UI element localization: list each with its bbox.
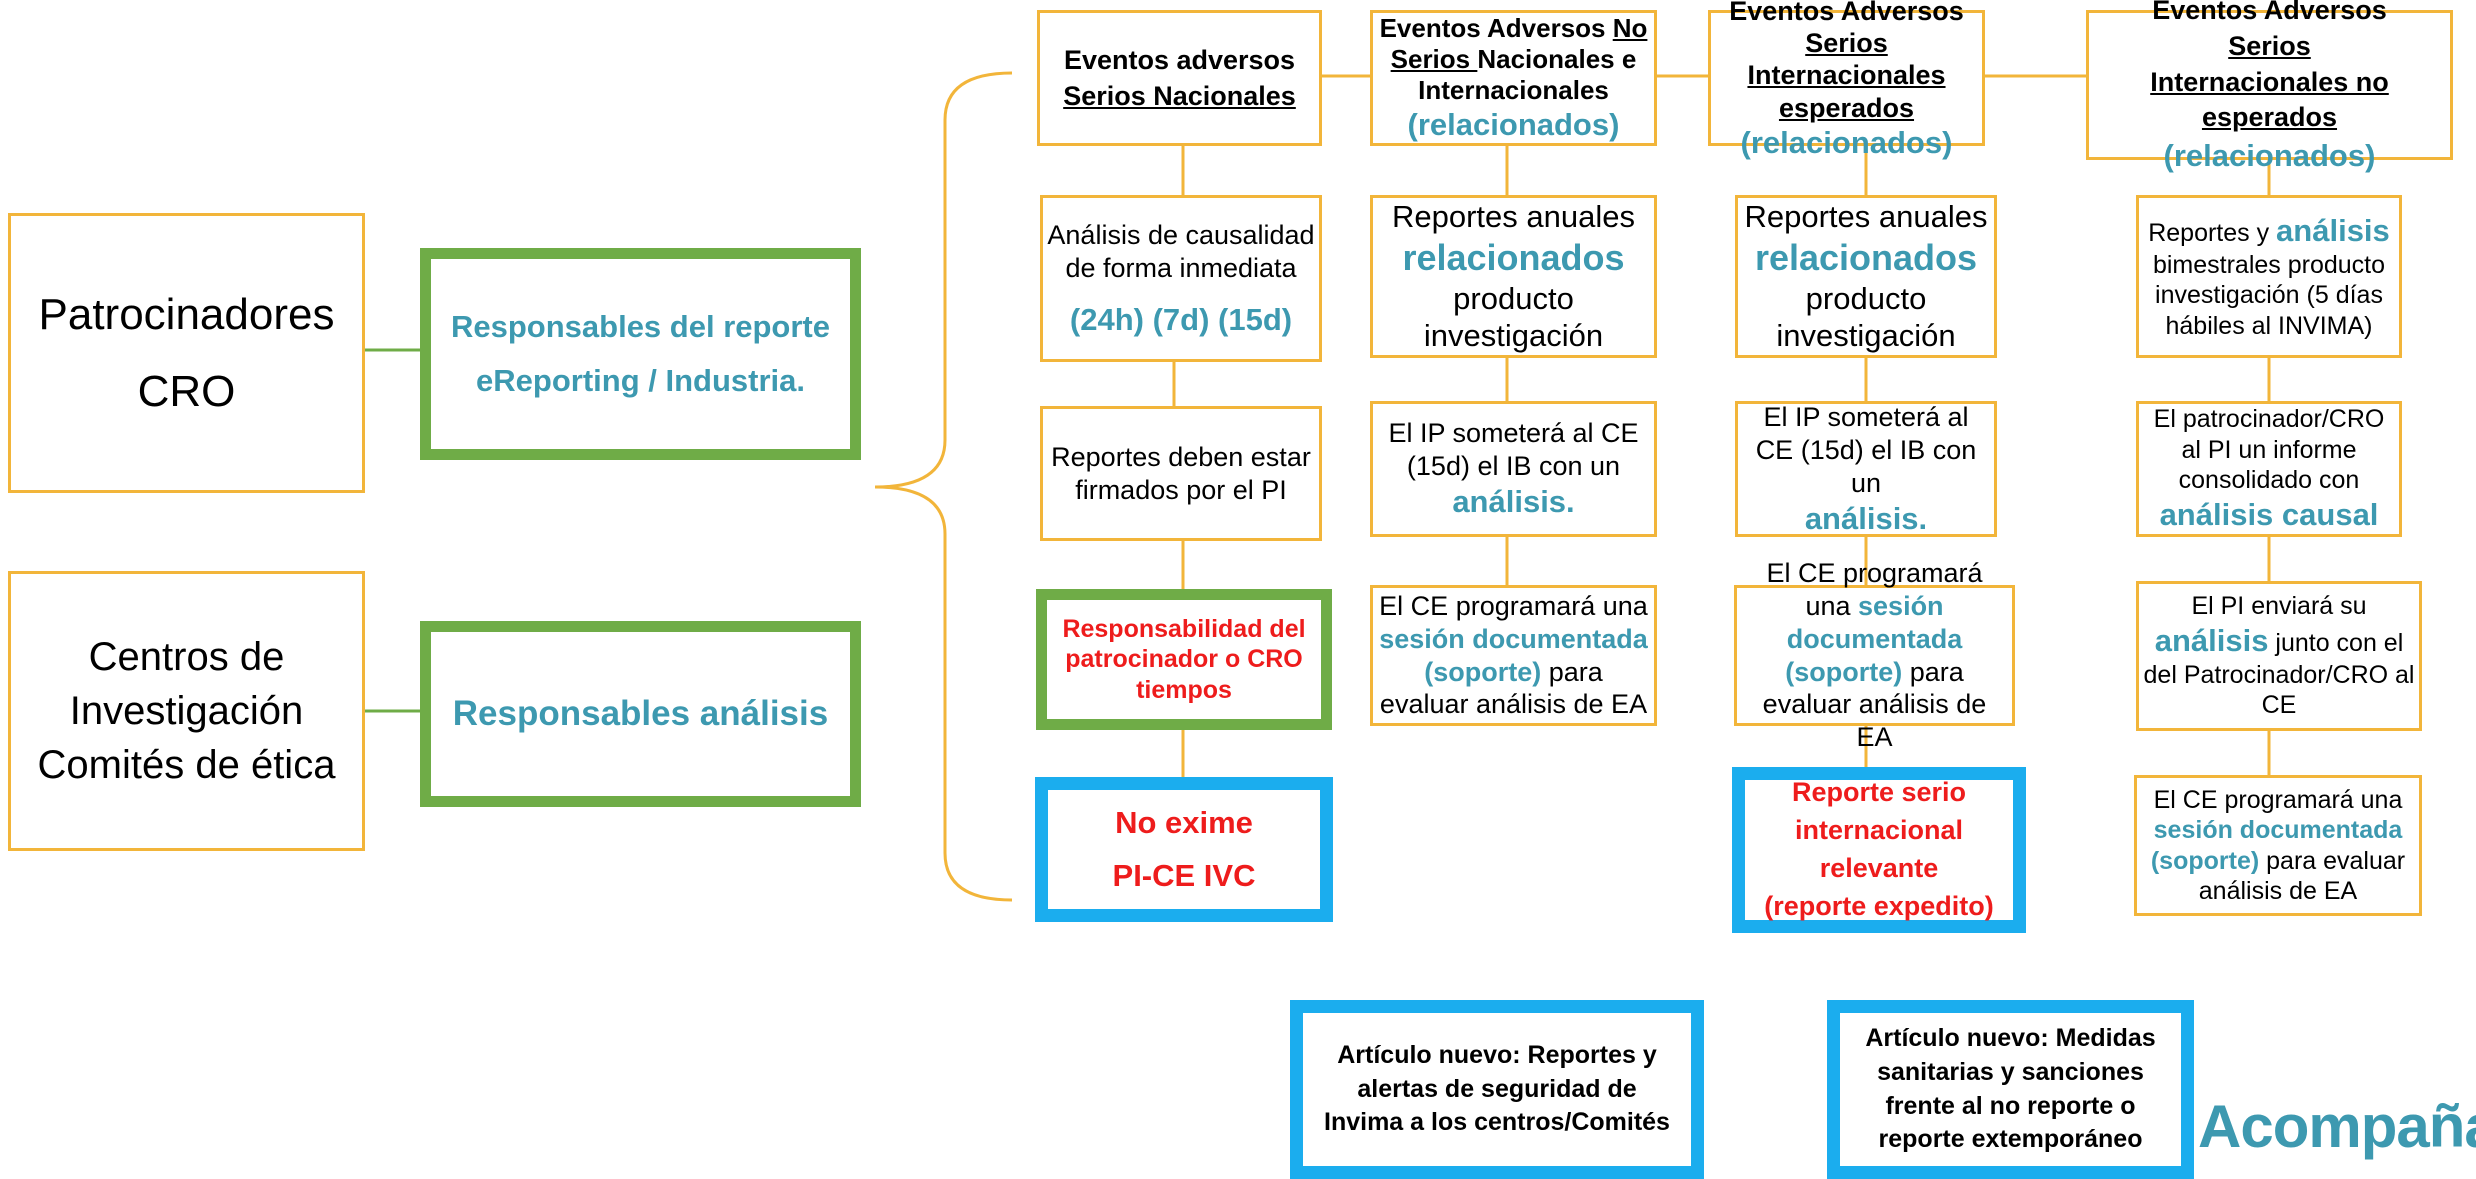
col3-row1-part2: relacionados — [1754, 236, 1978, 278]
col4-reportes-bimestrales: Reportes y análisis bimestrales producto… — [2136, 195, 2402, 358]
col2-header-part3: Serios — [1390, 43, 1478, 74]
col1-row2-text: Reportes deben estar firmados por el PI — [1051, 441, 1311, 505]
col2-header-part1: Eventos Adversos — [1379, 12, 1613, 43]
col1-header-line2: Serios Nacionales — [1063, 81, 1296, 111]
col4-row2-part1: El patrocinador/CRO al PI un informe con… — [2153, 405, 2385, 495]
col4-informe-consolidado: El patrocinador/CRO al PI un informe con… — [2136, 401, 2402, 537]
col1-row1-times: (24h) (7d) (15d) — [1069, 301, 1293, 337]
col1-header: Eventos adversos Serios Nacionales — [1037, 10, 1322, 146]
col4-header-part1: Eventos Adversos — [2152, 0, 2387, 26]
col2-row1-part3: producto investigación — [1423, 280, 1604, 354]
col2-row3-part1: El CE programará una — [1379, 590, 1648, 621]
col4-pi-enviara: El PI enviará su análisis junto con el d… — [2136, 581, 2422, 731]
col3-header-part2: Serios Internacionales esperados — [1747, 28, 1946, 123]
col1-row4-line1: No exime — [1115, 804, 1253, 840]
col3-ce-programara: El CE programará una sesión documentada … — [1734, 558, 2015, 752]
col3-row1-part3: producto investigación — [1776, 280, 1956, 354]
articulo-nuevo-medidas-box: Artículo nuevo: Medidas sanitarias y san… — [1827, 1000, 2194, 1179]
col3-row4-text: Reporte serio internacional relevante — [1791, 777, 1967, 883]
col1-responsabilidad-box: Responsabilidad del patrocinador o CRO t… — [1036, 589, 1332, 730]
col3-row1-part1: Reportes anuales — [1744, 198, 1988, 234]
col2-header-related: (relacionados) — [1407, 107, 1620, 143]
patrocinadores-box: Patrocinadores CRO — [8, 213, 365, 493]
col2-ce-programara: El CE programará una sesión documentada … — [1370, 585, 1657, 726]
col2-row3-part3: para evaluar análisis de EA — [1379, 656, 1648, 720]
responsables-reporte-box: Responsables del reporte eReporting / In… — [420, 248, 861, 460]
centros-line2: Investigación — [69, 689, 304, 733]
col4-row4-part2: sesión documentada (soporte) — [2150, 816, 2403, 875]
col4-row3-part2: análisis — [2154, 622, 2269, 658]
cro-label: CRO — [137, 367, 236, 416]
col1-analisis-causalidad: Análisis de causalidad de forma inmediat… — [1040, 195, 1322, 362]
col3-header: Eventos Adversos Serios Internacionales … — [1708, 0, 1985, 160]
col2-row1-part1: Reportes anuales — [1392, 198, 1635, 234]
col3-row4-sub: (reporte expedito) — [1764, 890, 1994, 921]
col1-row4-line2: PI-CE IVC — [1112, 857, 1256, 893]
col1-row3-text: Responsabilidad del patrocinador o CRO t… — [1062, 614, 1306, 704]
col3-row3-part2: sesión documentada (soporte) — [1785, 590, 1963, 687]
col1-no-exime-box: No exime PI-CE IVC — [1035, 777, 1333, 922]
patrocinadores-label: Patrocinadores — [38, 290, 335, 339]
articulo-nuevo-medidas-text: Artículo nuevo: Medidas sanitarias y san… — [1865, 1024, 2156, 1154]
col4-row2-part2: análisis causal — [2159, 496, 2379, 532]
col2-row2-part1: El IP someterá al CE (15d) el IB con un — [1388, 418, 1639, 482]
curly-brace — [874, 71, 1013, 902]
col3-row2-part1: El IP someterá al CE (15d) el IB con un — [1755, 401, 1977, 498]
col3-header-part1: Eventos Adversos — [1729, 0, 1964, 26]
col4-row1-part3: bimestrales producto investigación (5 dí… — [2152, 250, 2386, 340]
col4-header-part2: Serios Internacionales no esperados — [2150, 30, 2389, 133]
articulo-nuevo-reportes-box: Artículo nuevo: Reportes y alertas de se… — [1290, 1000, 1704, 1179]
responsables-analisis-box: Responsables análisis — [420, 621, 861, 807]
col2-row1-part2: relacionados — [1402, 236, 1625, 278]
col4-row1-part2: análisis — [2276, 212, 2390, 248]
col2-reportes-anuales: Reportes anuales relacionados producto i… — [1370, 195, 1657, 358]
centros-line1: Centros de — [88, 635, 285, 679]
col3-row3-part1: El CE programará una — [1766, 557, 1983, 621]
col3-row3-part3: para evaluar análisis de EA — [1762, 656, 1987, 753]
col4-row3-part1: El PI enviará su — [2191, 592, 2367, 621]
col1-header-line1: Eventos adversos — [1063, 44, 1296, 75]
col2-header-part4: Nacionales e Internacionales — [1418, 43, 1637, 105]
col1-row1-text: Análisis de causalidad de forma inmediat… — [1047, 219, 1315, 283]
col3-reportes-anuales: Reportes anuales relacionados producto i… — [1735, 195, 1997, 358]
col2-ip-sometera: El IP someterá al CE (15d) el IB con un … — [1370, 401, 1657, 537]
col3-header-related: (relacionados) — [1740, 125, 1953, 161]
col1-reportes-firmados: Reportes deben estar firmados por el PI — [1040, 406, 1322, 541]
col4-row4-part1: El CE programará una — [2153, 785, 2403, 814]
responsables-analisis-label: Responsables análisis — [452, 693, 829, 733]
col4-ce-programara: El CE programará una sesión documentada … — [2134, 775, 2422, 916]
centros-box: Centros de Investigación Comités de étic… — [8, 571, 365, 851]
col4-header: Eventos Adversos Serios Internacionales … — [2086, 0, 2453, 173]
col4-row1-part1: Reportes y — [2148, 218, 2277, 247]
centros-line3: Comités de ética — [37, 743, 336, 787]
acompana-logo: Acompaña — [2198, 1093, 2476, 1160]
col4-row4-part3: para evaluar análisis de EA — [2198, 846, 2406, 906]
col2-header-part2: No — [1612, 12, 1648, 43]
col2-row2-part2: análisis. — [1452, 484, 1575, 520]
col3-reporte-serio-box: Reporte serio internacional relevante (r… — [1732, 767, 2026, 933]
col3-ip-sometera: El IP someterá al CE (15d) el IB con un … — [1735, 401, 1997, 537]
responsables-reporte-line2: eReporting / Industria. — [476, 363, 805, 398]
col4-header-related: (relacionados) — [2163, 137, 2376, 173]
articulo-nuevo-reportes-text: Artículo nuevo: Reportes y alertas de se… — [1324, 1040, 1670, 1137]
responsables-reporte-line1: Responsables del reporte — [450, 308, 830, 344]
col2-row3-part2: sesión documentada (soporte) — [1379, 623, 1648, 687]
col2-header: Eventos Adversos No Serios Nacionales e … — [1370, 10, 1657, 146]
col4-row3-part3: junto con el del Patrocinador/CRO al CE — [2143, 628, 2415, 720]
col3-row2-part2: análisis. — [1804, 500, 1928, 536]
